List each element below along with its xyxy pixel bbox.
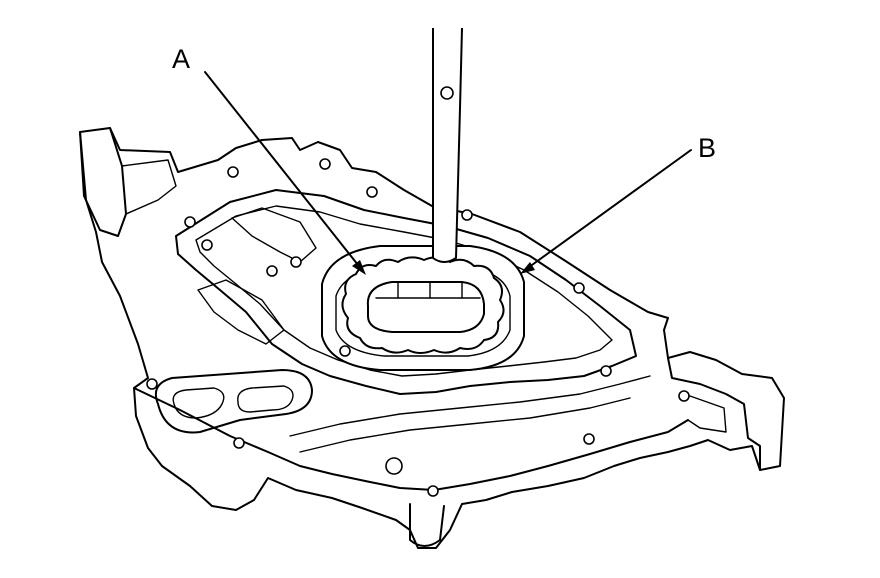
pump-cavity	[321, 245, 525, 371]
passage-loop-outer	[154, 369, 313, 434]
rod-tool	[432, 27, 463, 263]
rod-shaft	[432, 27, 463, 263]
right-bracket-inner	[687, 395, 727, 433]
upper-rib	[231, 207, 317, 263]
bolt-hole	[678, 390, 690, 402]
rod-pin-hole	[440, 86, 454, 100]
bolt-hole	[461, 209, 473, 221]
leader-arrow-a	[352, 260, 366, 275]
callout-label-a: A	[172, 44, 190, 74]
bolt-hole	[600, 365, 612, 377]
lower-channel-2	[299, 397, 631, 453]
bolt-hole	[184, 216, 196, 228]
lower-channel	[289, 375, 651, 437]
bolt-hole	[233, 437, 245, 449]
bolt-hole	[227, 166, 239, 178]
bolt-hole	[319, 158, 331, 170]
callout-label-b: B	[698, 133, 716, 163]
diagonal-rib	[197, 279, 285, 345]
left-boss-detail	[121, 159, 177, 215]
outlet-tube	[409, 503, 445, 547]
bolt-hole	[201, 239, 213, 251]
oil-passages	[154, 207, 317, 434]
callout-leaders	[204, 71, 692, 275]
leader-line-a	[204, 71, 363, 271]
bolt-hole	[290, 256, 302, 268]
bolt-hole	[366, 186, 378, 198]
bolt-hole	[146, 378, 158, 390]
leader-arrow-b	[520, 262, 535, 274]
bolt-hole	[266, 265, 278, 277]
bolt-hole	[385, 457, 403, 475]
inner-rotor-wall	[397, 281, 463, 299]
passage-loop-inner-right	[237, 385, 294, 413]
bolt-hole	[573, 282, 585, 294]
right-bracket	[667, 357, 761, 471]
bolt-hole	[583, 433, 595, 445]
leader-line-b	[524, 149, 692, 271]
bolt-hole	[427, 485, 439, 497]
rail-outer	[175, 189, 637, 395]
lower-face-edge	[133, 387, 689, 491]
inner-rotor-bore	[366, 281, 485, 333]
bolt-holes	[146, 158, 690, 497]
gasket-rail	[175, 189, 651, 453]
passage-loop-inner-left	[172, 387, 225, 419]
rail-inner	[195, 205, 613, 377]
bolt-hole	[339, 345, 351, 357]
